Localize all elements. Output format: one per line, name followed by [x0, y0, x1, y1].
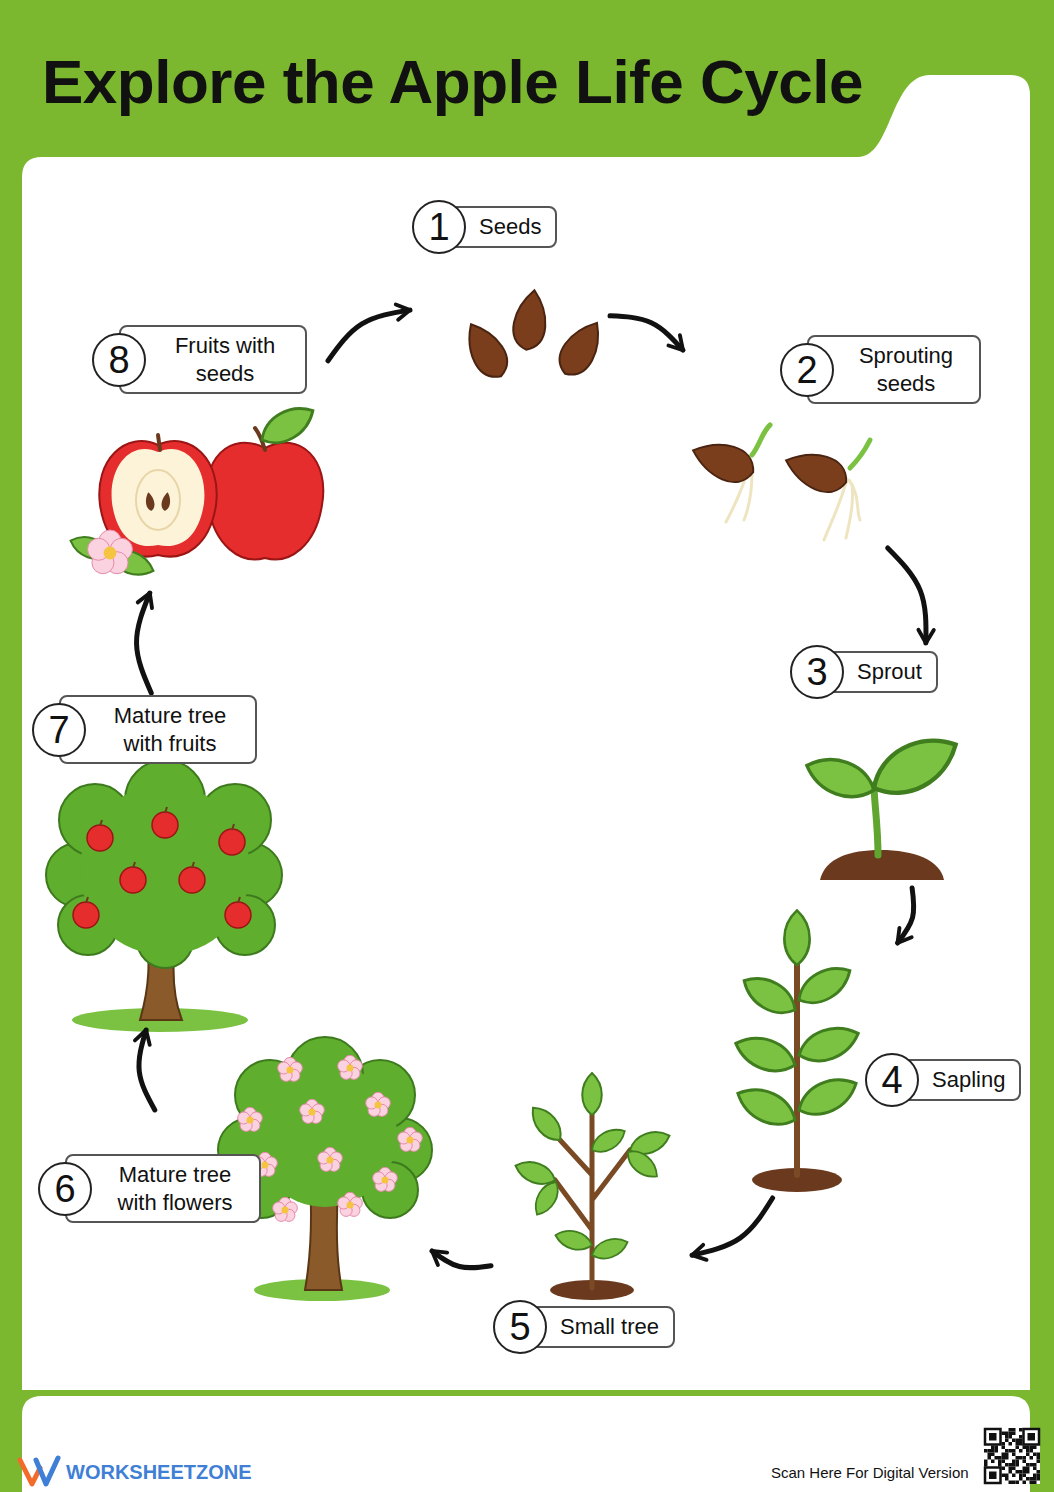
stage-group: 1 Seeds — [410, 198, 610, 388]
cycle-arrow — [432, 1251, 491, 1268]
stage-group: 5 Small tree — [491, 1098, 692, 1360]
step-badge: 4 — [865, 1053, 919, 1107]
small-tree-picture — [512, 1073, 673, 1300]
step-badge: 7 — [32, 703, 86, 757]
stage-label-group: 5 Small tree — [493, 1300, 675, 1354]
stage-group: 2 Sprouting seeds — [683, 333, 984, 548]
cycle-arrow — [898, 888, 914, 943]
stage-label-group: 1 Seeds — [412, 200, 557, 254]
step-number: 4 — [881, 1061, 902, 1099]
cycle-arrow — [888, 548, 926, 643]
stage-group: 6 Mature tree with flowers — [36, 1110, 432, 1303]
footer-note: Scan Here For Digital Version — [771, 1464, 969, 1481]
stage-label: Sprouting seeds — [847, 342, 965, 397]
page-title: Explore the Apple Life Cycle — [42, 46, 863, 117]
stage-label: Sprout — [857, 658, 922, 686]
stage-label: Fruits with seeds — [159, 332, 291, 387]
step-badge: 5 — [493, 1300, 547, 1354]
cycle-arrow — [328, 310, 410, 361]
brand-name: WORKSHEETZONE — [66, 1461, 252, 1484]
step-badge: 8 — [92, 333, 146, 387]
step-number: 3 — [806, 653, 827, 691]
stage-label-box: Mature tree with flowers — [65, 1154, 261, 1223]
step-badge: 1 — [412, 200, 466, 254]
cycle-arrow — [610, 316, 683, 350]
stage-label-box: Fruits with seeds — [119, 325, 307, 394]
stage-label-group: 8 Fruits with seeds — [92, 325, 307, 394]
stage-label: Sapling — [932, 1066, 1005, 1094]
stage-label-box: Mature tree with fruits — [59, 695, 257, 764]
cycle-arrow — [137, 593, 152, 693]
stage-group: 8 Fruits with seeds — [58, 323, 328, 593]
stage-label-group: 3 Sprout — [790, 645, 938, 699]
logo-mark — [20, 1458, 58, 1484]
stage-label-group: 6 Mature tree with flowers — [38, 1154, 261, 1223]
seeds-picture — [457, 288, 610, 384]
footer-panel — [22, 1396, 1030, 1492]
step-badge: 6 — [38, 1162, 92, 1216]
stage-group: 7 Mature tree with fruits — [30, 693, 288, 1030]
step-number: 1 — [428, 208, 449, 246]
stage-label-group: 2 Sprouting seeds — [780, 335, 981, 404]
step-number: 8 — [108, 341, 129, 379]
stage-group: 4 Sapling — [728, 943, 1025, 1198]
stage-label: Mature tree with fruits — [99, 702, 241, 757]
cycle-arrow — [692, 1198, 773, 1255]
step-badge: 3 — [790, 645, 844, 699]
cycle-arrow — [139, 1030, 155, 1110]
sprouting-seeds-picture — [687, 425, 870, 540]
stage-label: Mature tree with flowers — [105, 1161, 245, 1216]
content-panel — [22, 75, 1030, 1390]
apple-fruits-picture — [67, 399, 323, 581]
step-number: 6 — [54, 1170, 75, 1208]
sprout-picture — [801, 726, 965, 880]
step-number: 2 — [796, 351, 817, 389]
qr-code — [984, 1428, 1040, 1484]
stage-label: Small tree — [560, 1313, 659, 1341]
stage-label-group: 7 Mature tree with fruits — [32, 695, 257, 764]
stage-group: 3 Sprout — [788, 643, 985, 888]
stage-label: Seeds — [479, 213, 541, 241]
stage-label-group: 4 Sapling — [865, 1053, 1021, 1107]
step-number: 5 — [509, 1308, 530, 1346]
step-badge: 2 — [780, 343, 834, 397]
step-number: 7 — [48, 711, 69, 749]
fruit-tree-picture — [46, 760, 282, 1032]
sapling-picture — [731, 910, 863, 1192]
